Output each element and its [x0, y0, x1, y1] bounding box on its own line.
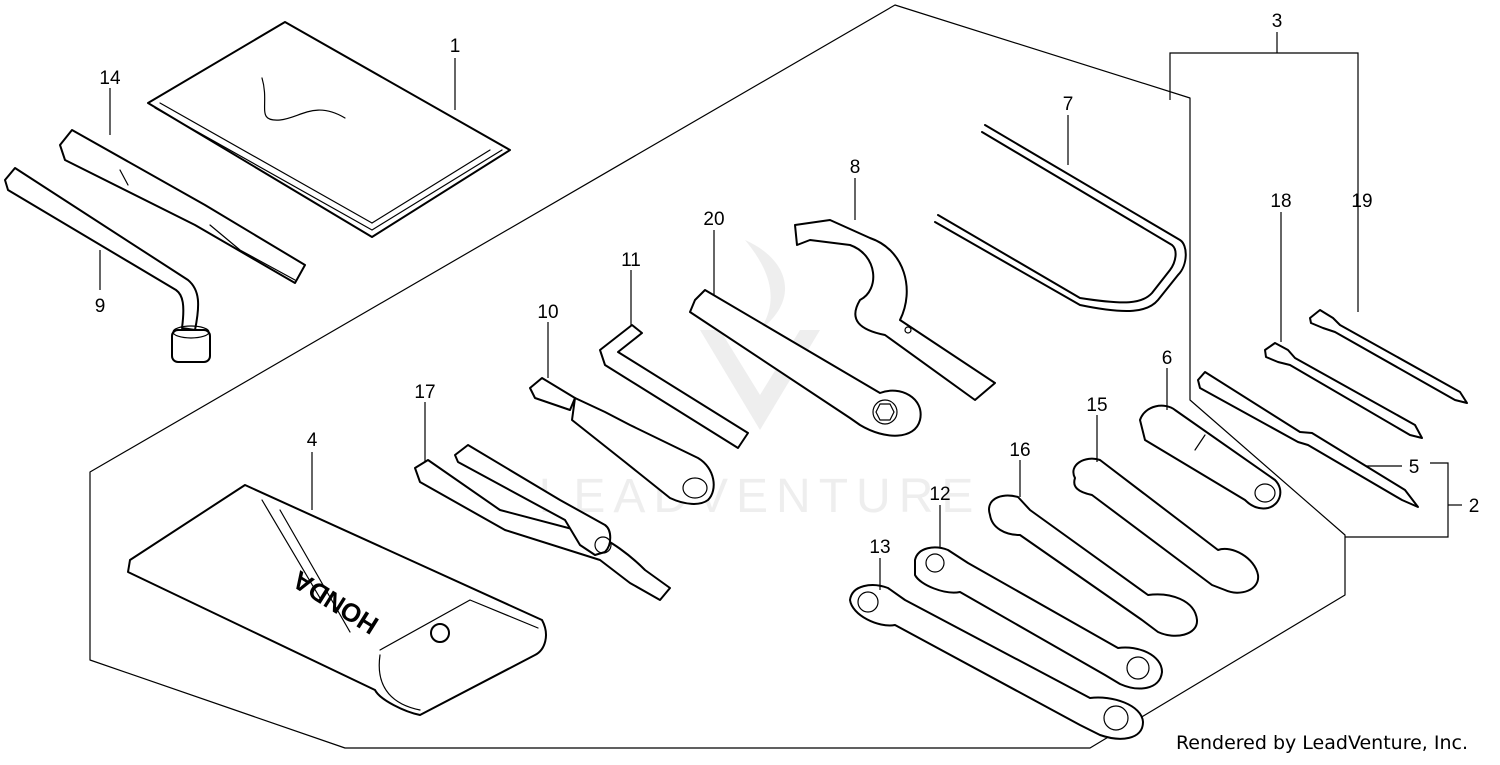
screwdriver-bit-part-19 [1309, 309, 1468, 404]
part-labels: 1 2 3 4 5 6 7 8 9 10 11 12 13 14 15 16 1… [95, 11, 1480, 558]
pliers-part-17 [414, 402, 671, 601]
label-14: 14 [99, 68, 121, 89]
label-1: 1 [450, 36, 461, 57]
label-17: 17 [414, 382, 435, 403]
label-15: 15 [1086, 395, 1107, 416]
watermark-text: LEADVENTURE [539, 470, 982, 523]
pin-spanner-part-8 [794, 178, 996, 401]
tool-bag-part-1 [147, 21, 511, 238]
socket-wrench-part-9 [4, 167, 211, 363]
label-8: 8 [850, 157, 861, 178]
label-13: 13 [869, 537, 890, 558]
label-6: 6 [1162, 348, 1173, 369]
kit-boundary-outline [89, 4, 1346, 749]
honda-pouch-part-4: HONDA [127, 452, 547, 716]
label-7: 7 [1063, 94, 1074, 115]
label-20: 20 [703, 209, 724, 230]
handle-part-14 [59, 88, 306, 284]
wrench-part-15 [1072, 415, 1260, 594]
screwdriver-part-5 [1197, 371, 1419, 508]
screwdriver-bit-part-18 [1264, 342, 1423, 439]
ring-wrench-part-13 [849, 558, 1144, 740]
bracket-2-group [1345, 462, 1449, 538]
wrench-part-16 [988, 460, 1199, 637]
socket-extension-part-10 [529, 322, 715, 505]
hex-key-part-11 [599, 270, 749, 449]
bracket-3-group [1169, 52, 1359, 215]
label-2: 2 [1469, 496, 1480, 517]
ring-wrench-part-12 [914, 505, 1163, 690]
label-11: 11 [621, 250, 641, 271]
label-16: 16 [1009, 440, 1030, 461]
label-4: 4 [307, 430, 318, 451]
watermark: LEADVENTURE [539, 240, 982, 523]
render-credit: Rendered by LeadVenture, Inc. [1175, 732, 1468, 754]
label-19: 19 [1351, 191, 1372, 212]
label-3: 3 [1272, 11, 1283, 32]
label-9: 9 [95, 296, 106, 317]
label-18: 18 [1270, 191, 1291, 212]
bent-rod-part-7 [934, 115, 1187, 313]
spanner-part-20 [689, 230, 922, 437]
label-10: 10 [537, 302, 558, 323]
screwdriver-handle-part-6 [1139, 368, 1282, 510]
label-5: 5 [1409, 457, 1420, 478]
label-12: 12 [929, 484, 950, 505]
